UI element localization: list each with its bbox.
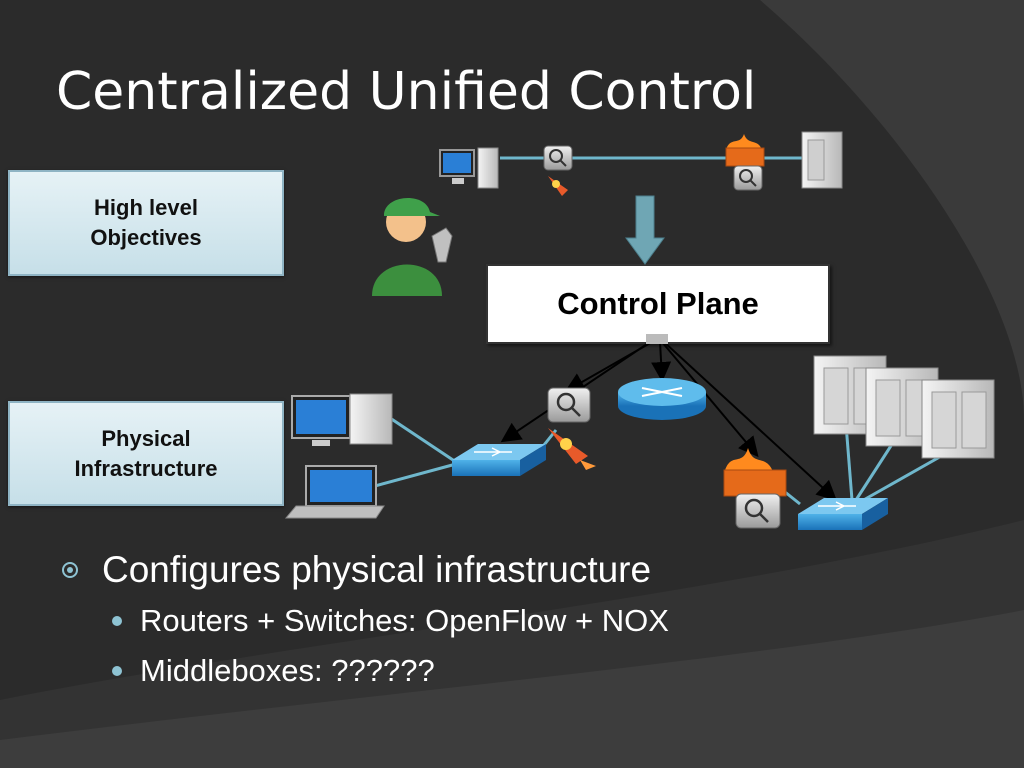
bullet-dot-icon	[112, 616, 122, 626]
magnifier-icon	[543, 145, 573, 171]
bullet-sub: Middleboxes: ??????	[112, 646, 669, 696]
down-arrow-icon	[625, 195, 665, 265]
bullet-list: Configures physical infrastructure Route…	[62, 544, 669, 696]
physical-label: Physical Infrastructure	[74, 425, 218, 481]
rocket-icon	[548, 176, 568, 196]
network-switch-icon	[452, 444, 546, 476]
router-icon	[618, 378, 706, 420]
bullet-dot-icon	[112, 666, 122, 676]
bullet-sub-text: Middleboxes: ??????	[140, 653, 435, 688]
desktop-computer-icon	[439, 147, 499, 189]
laptop-icon	[284, 465, 385, 519]
physical-links	[359, 416, 953, 506]
magnifier-icon	[547, 387, 591, 423]
rocket-icon	[548, 428, 596, 470]
physical-infrastructure-box: Physical Infrastructure	[8, 401, 284, 506]
network-admin-icon	[372, 197, 453, 296]
bullet-main-text: Configures physical infrastructure	[102, 549, 652, 590]
server-icon	[921, 379, 995, 459]
server-icon	[801, 131, 843, 189]
bullet-sub: Routers + Switches: OpenFlow + NOX	[112, 596, 669, 646]
network-switch-icon	[798, 498, 888, 530]
control-plane-label: Control Plane	[557, 286, 759, 321]
bullet-circle-icon	[62, 562, 78, 578]
desktop-computer-icon	[291, 393, 393, 446]
magnifier-icon	[733, 165, 763, 191]
slide-title: Centralized Unified Control	[56, 62, 757, 122]
control-plane-box: Control Plane	[486, 264, 830, 344]
bullet-main: Configures physical infrastructure	[62, 544, 669, 596]
objectives-label: High level Objectives	[90, 195, 202, 250]
firewall-icon	[723, 448, 787, 497]
firewall-icon	[725, 134, 765, 167]
control-port-icon	[646, 334, 668, 344]
bullet-sub-text: Routers + Switches: OpenFlow + NOX	[140, 603, 669, 638]
high-level-objectives-box: High level Objectives	[8, 170, 284, 276]
magnifier-icon	[735, 493, 781, 529]
